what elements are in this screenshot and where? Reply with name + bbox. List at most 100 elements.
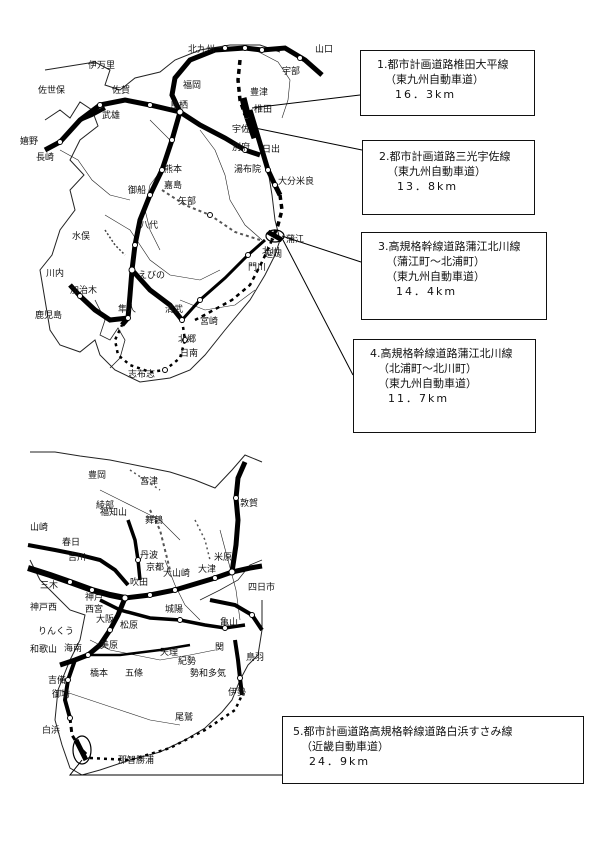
place-label: 米原 [214, 551, 232, 563]
route-length: 16．3km [395, 88, 457, 101]
place-label: 鳥栖 [170, 99, 188, 111]
route-title: 2.都市計画道路三光宇佐線 [379, 150, 511, 163]
place-label: 尾鷲 [175, 711, 193, 723]
place-label: 神戸西 [30, 601, 57, 613]
place-label: 蒲江 [286, 233, 304, 245]
place-label: りんくう [38, 626, 74, 637]
leader-line-2 [254, 127, 363, 151]
route-road: （東九州自動車道） [385, 73, 484, 86]
place-label: 福岡 [183, 79, 201, 91]
place-label: 北川 [262, 246, 280, 257]
route-callout-4: 4.高規格幹線道路蒲江北川線 （北浦町～北川町） （東九州自動車道） 11．7k… [353, 339, 536, 433]
place-label: 水俣 [72, 230, 90, 242]
place-label: 城陽 [165, 604, 183, 615]
route-title: 3.高規格幹線道路蒲江北川線 [378, 240, 521, 253]
place-label: 大分米良 [278, 175, 314, 187]
place-label: 美原 [100, 639, 118, 651]
kinki-place-labels: 舞鶴 豊岡 敦賀 宮津 福知山 綾部 山崎 春日 吉川 丹波 京都 大山崎 大津… [30, 469, 275, 766]
place-label: 天理 [160, 647, 178, 658]
place-label: 延岡 [264, 248, 282, 260]
place-label: 門川 [248, 262, 266, 273]
place-label: 志布志 [128, 368, 155, 380]
kinki-map [27, 451, 282, 776]
place-label: 熊本 [164, 163, 182, 175]
place-label: 武雄 [102, 109, 120, 121]
route-callout-1: 1.都市計画道路椎田大平線 （東九州自動車道） 16．3km [360, 50, 535, 116]
route-length: 24．9km [309, 755, 371, 768]
place-label: 吹田 [130, 576, 148, 588]
leader-line-5 [68, 759, 282, 776]
place-label: 川内 [46, 267, 64, 279]
route-callout-2: 2.都市計画道路三光宇佐線 （東九州自動車道） 13．8km [362, 140, 535, 215]
place-label: 宮崎 [200, 315, 218, 327]
kyushu-expressway-central [120, 111, 183, 327]
route-section: （北浦町～北川町） [378, 362, 477, 375]
route-title: 5.都市計画道路高規格幹線道路白浜すさみ線 [293, 725, 513, 738]
place-label: 亀山 [220, 616, 238, 628]
leader-line-1 [251, 94, 361, 109]
place-label: 別府 [232, 141, 250, 153]
place-label: 豊津 [250, 86, 268, 98]
kyushu-place-labels: 北九州 山口 伊万里 宇部 福岡 佐世保 佐賀 鳥栖 豊津 武雄 椎田 宇佐 嬉… [20, 44, 333, 380]
place-label: 北郷 [178, 334, 196, 345]
place-label: 紀勢 [178, 655, 196, 667]
place-label: 大山崎 [163, 567, 190, 579]
route-length: 13．8km [397, 180, 459, 193]
place-label: 御船 [128, 184, 146, 196]
place-label: 大津 [198, 563, 216, 575]
place-label: 豊岡 [88, 469, 106, 481]
leader-line-4 [282, 239, 354, 376]
place-label: 福知山 [100, 506, 127, 518]
place-label: 椎田 [254, 103, 272, 115]
place-label: 海南 [64, 642, 82, 654]
place-label: 八代 [140, 220, 158, 231]
kyushu-map [39, 44, 363, 383]
route-title: 4.高規格幹線道路蒲江北川線 [370, 347, 513, 360]
place-label: 北九州 [188, 44, 215, 55]
place-label: 佐賀 [112, 84, 130, 96]
place-label: 日南 [180, 347, 198, 359]
place-label: 隼人 [118, 303, 136, 315]
place-label: 伊万里 [88, 59, 115, 71]
place-label: 御坊 [52, 688, 70, 700]
place-label: 日出 [262, 143, 280, 155]
kinki-expressway-chugoku [27, 565, 126, 601]
route-length: 11．7km [388, 392, 450, 405]
place-label: 佐世保 [38, 84, 65, 96]
place-label: 松原 [120, 619, 138, 631]
place-label: 大阪 [96, 613, 114, 625]
place-label: 嘉島 [164, 179, 182, 191]
place-label: 宮津 [140, 475, 158, 487]
place-label: 加治木 [70, 284, 97, 296]
place-label: 吉川 [68, 552, 86, 563]
place-label: 京都 [146, 561, 164, 573]
place-label: 清武 [165, 303, 183, 315]
place-label: 春日 [62, 536, 80, 548]
place-label: 長崎 [36, 151, 54, 163]
place-label: 那智勝浦 [118, 754, 154, 766]
place-label: 山崎 [30, 521, 48, 533]
leader-line-3 [281, 235, 362, 263]
place-label: 和歌山 [30, 643, 57, 655]
route-title: 1.都市計画道路椎田大平線 [377, 58, 509, 71]
route-road: （東九州自動車道） [387, 165, 486, 178]
place-label: 伊勢 [228, 686, 246, 698]
place-label: 宇佐 [232, 123, 250, 135]
route-callout-5: 5.都市計画道路高規格幹線道路白浜すさみ線 （近畿自動車道） 24．9km [282, 716, 584, 784]
place-label: 関 [215, 642, 224, 653]
place-label: 鹿児島 [35, 309, 62, 321]
place-label: 鳥羽 [246, 651, 264, 663]
place-label: 宇部 [282, 65, 300, 77]
place-label: 湯布院 [234, 163, 261, 175]
place-label: 白浜 [42, 724, 60, 736]
place-label: 橋本 [90, 667, 108, 679]
place-label: 綾部 [96, 499, 114, 511]
route-road: （東九州自動車道） [378, 377, 477, 390]
route-road: （東九州自動車道） [386, 270, 485, 283]
place-label: 矢部 [178, 195, 196, 207]
place-label: 丹波 [140, 549, 158, 561]
place-label: 敦賀 [240, 497, 258, 509]
route-callout-3: 3.高規格幹線道路蒲江北川線 （蒲江町～北浦町） （東九州自動車道） 14．4k… [361, 232, 547, 320]
place-label: 西宮 [85, 603, 103, 615]
